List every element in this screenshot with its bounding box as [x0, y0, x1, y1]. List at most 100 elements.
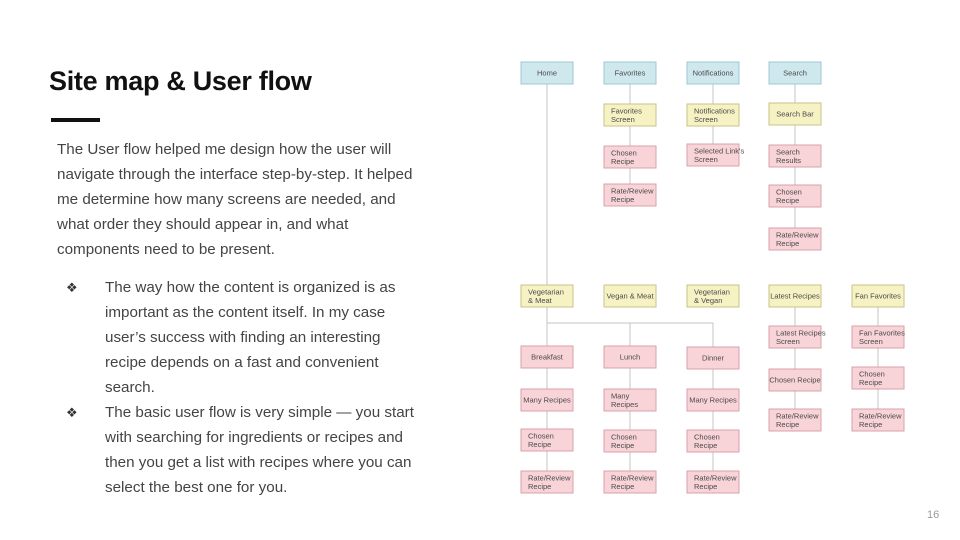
node-label: Search Bar [776, 110, 814, 119]
node-box [686, 388, 740, 412]
node-label: Rate/Review [611, 186, 654, 195]
node-box [768, 144, 822, 168]
node-box [603, 145, 657, 169]
diamond-bullet-icon: ❖ [66, 280, 78, 295]
node-label: Rate/Review [776, 411, 819, 420]
node-box [520, 470, 574, 494]
node-label: Recipe [776, 196, 799, 205]
node-label: Results [776, 156, 801, 165]
node-label: Latest Recipes [770, 292, 820, 301]
node-box [851, 366, 905, 390]
node-label: Screen [694, 115, 718, 124]
node-label: Rate/Review [859, 411, 902, 420]
sitemap-node-search-bar: Search Bar [768, 102, 822, 126]
node-box [686, 103, 740, 127]
node-label: Recipe [859, 378, 882, 387]
node-label: Recipe [694, 441, 717, 450]
node-box [603, 388, 657, 412]
node-box [686, 346, 740, 370]
sitemap-node-search: Search [768, 61, 822, 85]
node-label: Chosen [611, 432, 637, 441]
slide-title: Site map & User flow [49, 66, 312, 96]
node-box [768, 102, 822, 126]
sitemap-node-notifications: Notifications [686, 61, 740, 85]
node-box [768, 227, 822, 251]
node-label: Latest Recipes [776, 328, 826, 337]
node-label: Chosen [859, 369, 885, 378]
node-box [520, 284, 574, 308]
node-label: Recipe [611, 157, 634, 166]
node-label: Rate/Review [611, 473, 654, 482]
node-label: Chosen [528, 431, 554, 440]
node-label: Recipe [528, 440, 551, 449]
node-box [520, 345, 574, 369]
node-box [603, 103, 657, 127]
sitemap-node-home: Home [520, 61, 574, 85]
node-label: Recipe [694, 482, 717, 491]
node-box [603, 284, 657, 308]
node-label: Recipe [859, 420, 882, 429]
node-label: Favorites [615, 69, 646, 78]
node-box [603, 345, 657, 369]
node-label: Rate/Review [776, 230, 819, 239]
node-label: Chosen [694, 432, 720, 441]
bullet-list: ❖ The way how the content is organized i… [64, 275, 424, 500]
node-label: Chosen Recipe [769, 376, 820, 385]
node-label: Vegetarian [528, 287, 564, 296]
node-label: Screen [611, 115, 635, 124]
sitemap-node-breakfast: Breakfast [520, 345, 574, 369]
node-label: Fan Favorites [859, 328, 905, 337]
node-box [603, 429, 657, 453]
node-box [851, 408, 905, 432]
node-label: Recipe [611, 441, 634, 450]
node-label: Recipes [611, 400, 638, 409]
sitemap-node-vegan-meat: Vegan & Meat [603, 284, 657, 308]
sitemap-node-vegetarian-meat: Vegetarian& Meat [520, 284, 574, 308]
node-box [768, 284, 822, 308]
diamond-bullet-icon: ❖ [66, 405, 78, 420]
node-box [768, 61, 822, 85]
node-label: Recipe [611, 195, 634, 204]
node-box [603, 61, 657, 85]
node-box [603, 470, 657, 494]
node-label: Screen [694, 155, 718, 164]
node-label: Recipe [776, 239, 799, 248]
node-label: Search [776, 147, 800, 156]
node-box [768, 325, 822, 349]
node-label: Notifications [694, 106, 735, 115]
node-label: Selected Link's [694, 146, 744, 155]
node-label: Dinner [702, 354, 725, 363]
node-label: Notifications [693, 69, 734, 78]
node-box [520, 388, 574, 412]
node-box [851, 284, 905, 308]
node-label: & Meat [528, 296, 553, 305]
node-label: & Vegan [694, 296, 722, 305]
bullet-item: ❖ The way how the content is organized i… [64, 275, 424, 400]
node-label: Chosen [776, 187, 802, 196]
node-box [603, 183, 657, 207]
node-label: Recipe [776, 420, 799, 429]
node-label: Chosen [611, 148, 637, 157]
node-label: Vegan & Meat [606, 292, 654, 301]
node-label: Rate/Review [528, 473, 571, 482]
sitemap-node-favorites: Favorites [603, 61, 657, 85]
node-label: Fan Favorites [855, 292, 901, 301]
node-box [686, 284, 740, 308]
node-box [520, 61, 574, 85]
sitemap-node-fan-favorites: Fan Favorites [851, 284, 905, 308]
node-label: Many Recipes [689, 396, 737, 405]
node-label: Screen [859, 337, 883, 346]
node-box [686, 143, 740, 167]
node-label: Many [611, 391, 630, 400]
